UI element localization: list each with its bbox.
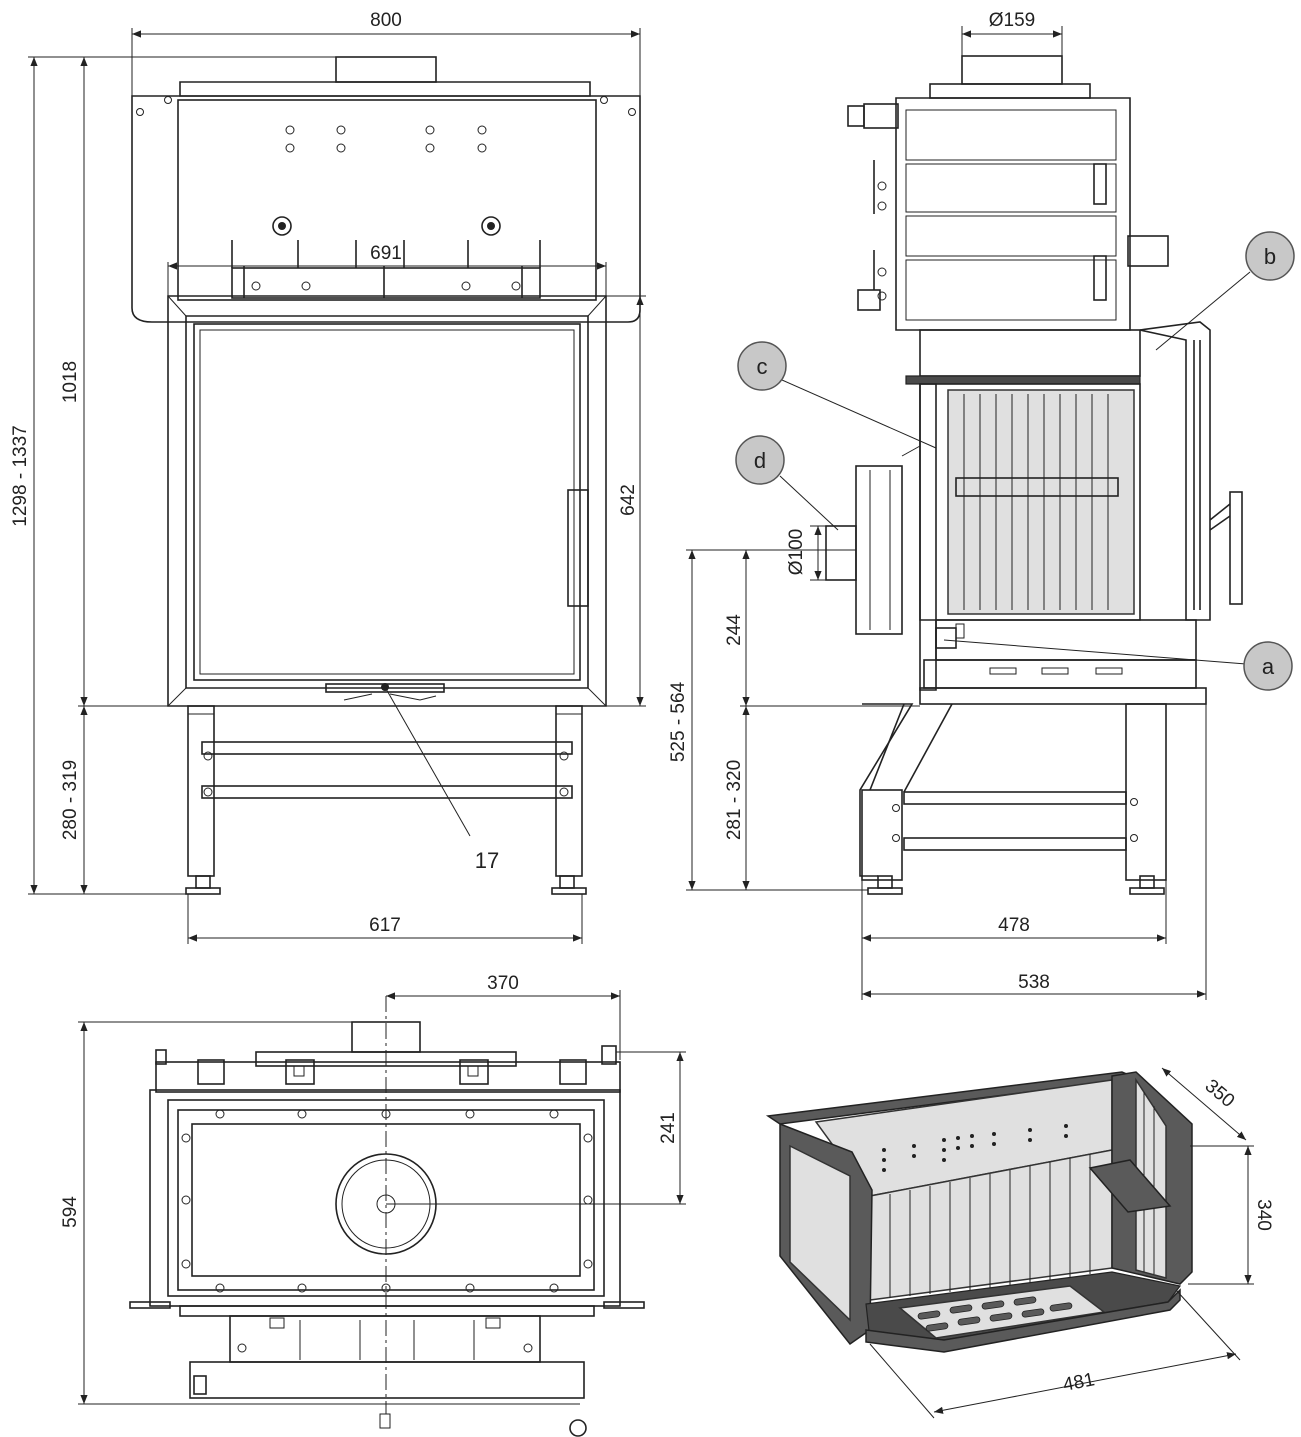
firebox-isometric [765, 1071, 1193, 1353]
callout-c-label: c [757, 354, 768, 379]
dim-340: 340 [1253, 1199, 1274, 1231]
dim-241: 241 [658, 1112, 679, 1144]
callout-a [1243, 641, 1293, 691]
callout-d [735, 435, 785, 485]
dim-478: 478 [998, 915, 1030, 936]
side-view-dimensions: Ø159 Ø100 525 - 564 244 281 - 320 478 53… [668, 10, 1207, 1000]
dim-1298-1337: 1298 - 1337 [10, 425, 31, 526]
dim-481: 481 [1061, 1369, 1096, 1396]
top-view-dimensions: 370 594 241 [60, 973, 686, 1405]
top-view [129, 996, 686, 1437]
callout-b-label: b [1264, 244, 1276, 269]
dim-691: 691 [370, 243, 402, 264]
dim-800: 800 [370, 10, 402, 31]
dim-594: 594 [60, 1196, 81, 1228]
dim-525-564: 525 - 564 [668, 681, 689, 762]
dim-538: 538 [1018, 972, 1050, 993]
dim-281-320: 281 - 320 [724, 760, 745, 840]
label-17: 17 [475, 848, 499, 873]
dim-370: 370 [487, 973, 519, 994]
front-view-dimensions: 800 691 1298 - 1337 1018 280 - 319 642 6… [10, 10, 646, 944]
dim-1018: 1018 [60, 361, 81, 403]
dim-617: 617 [369, 915, 401, 936]
dim-flue-159: Ø159 [989, 10, 1035, 31]
dim-280-319: 280 - 319 [60, 760, 81, 840]
side-view [825, 55, 1243, 895]
callout-c [737, 341, 787, 391]
callouts: b c d a [735, 231, 1295, 691]
callout-a-label: a [1262, 654, 1275, 679]
callout-b [1245, 231, 1295, 281]
callout-d-label: d [754, 448, 766, 473]
dim-642: 642 [618, 484, 639, 516]
front-view [131, 56, 641, 895]
dim-244: 244 [724, 614, 745, 646]
dim-inlet-100: Ø100 [786, 529, 807, 575]
